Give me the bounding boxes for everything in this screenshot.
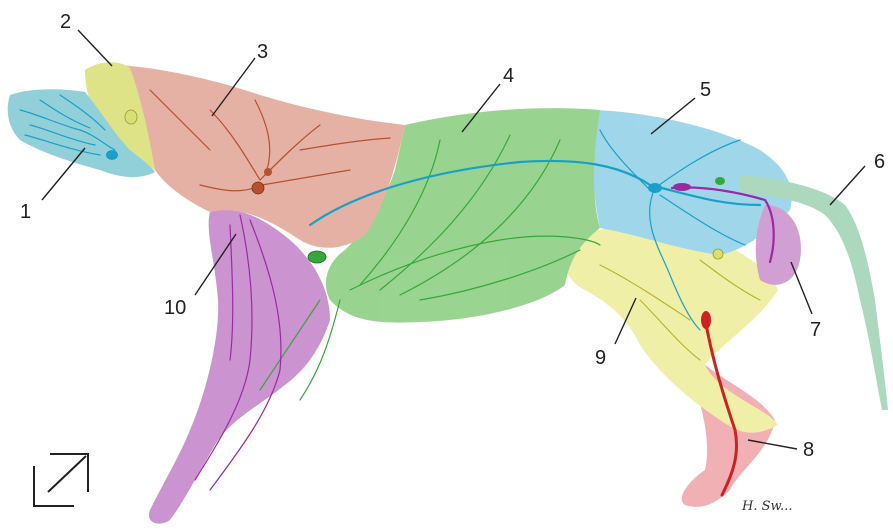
label-10: 10 — [164, 297, 186, 319]
label-7: 7 — [810, 319, 821, 341]
lymph-node-tail — [715, 177, 725, 185]
lymph-node-retropharyngeal-2 — [264, 168, 272, 176]
label-6: 6 — [874, 151, 885, 173]
label-9: 9 — [595, 347, 606, 369]
lymph-node-inguinal — [713, 249, 723, 259]
lymph-node-iliac — [648, 183, 662, 193]
region-3 — [120, 65, 405, 248]
lymph-node-parotid — [125, 110, 137, 124]
region-9 — [563, 227, 778, 433]
label-4: 4 — [503, 65, 514, 87]
region-7 — [756, 205, 801, 285]
label-3: 3 — [257, 41, 268, 63]
lymph-node-axillary — [308, 251, 326, 263]
expand-button[interactable] — [30, 450, 92, 510]
lymph-node-mandibular — [106, 150, 118, 160]
lymph-node-popliteal — [701, 311, 711, 329]
label-5: 5 — [700, 79, 711, 101]
label-2: 2 — [60, 11, 71, 33]
label-8: 8 — [803, 439, 814, 461]
artist-signature: H. Sw... — [741, 499, 793, 514]
lymph-node-sacral — [673, 183, 691, 191]
label-1: 1 — [20, 201, 31, 223]
expand-icon — [34, 454, 88, 506]
region-10 — [149, 210, 330, 524]
lymph-node-retropharyngeal — [252, 182, 264, 194]
body-regions — [8, 62, 888, 523]
